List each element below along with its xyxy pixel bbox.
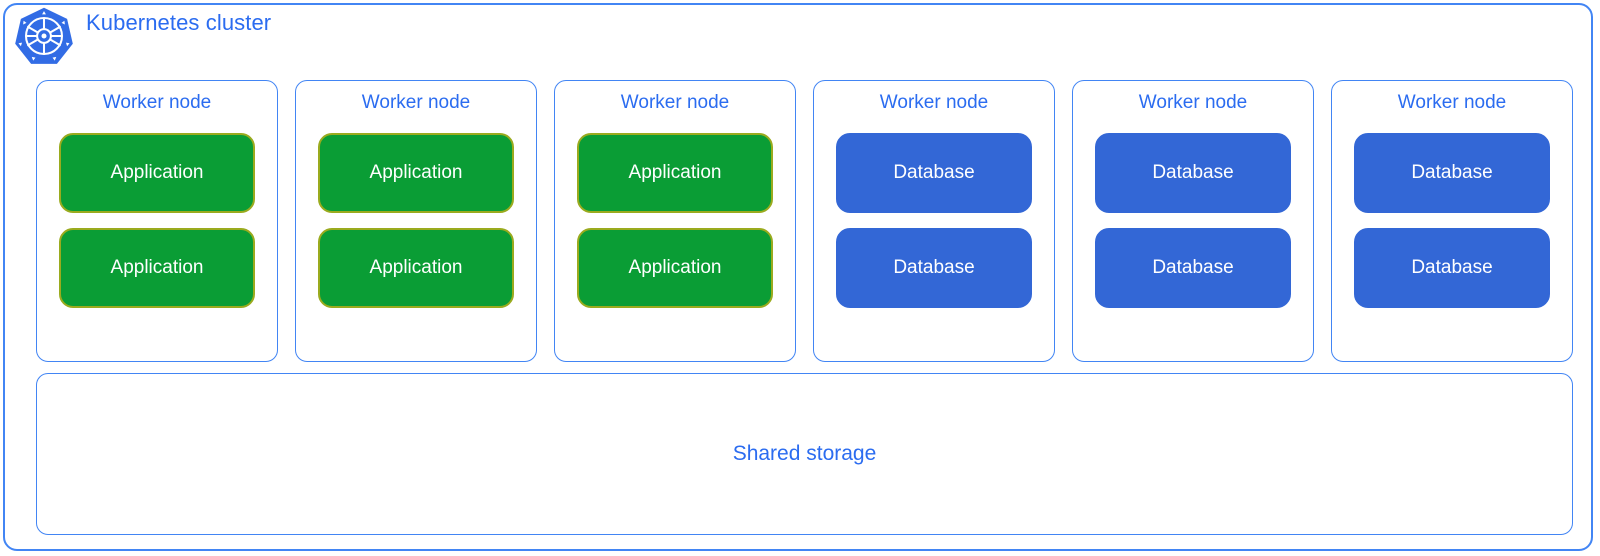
application-pod: Application <box>59 133 255 213</box>
application-pod: Application <box>318 133 514 213</box>
application-pod: Application <box>577 133 773 213</box>
application-pod: Application <box>59 228 255 308</box>
cluster-title: Kubernetes cluster <box>86 10 272 35</box>
worker-node-label: Worker node <box>620 92 730 113</box>
application-pod: Application <box>577 228 773 308</box>
worker-node-label: Worker node <box>1397 92 1507 113</box>
worker-node-label: Worker node <box>361 92 471 113</box>
database-pod: Database <box>836 228 1032 308</box>
worker-node-label: Worker node <box>879 92 989 113</box>
worker-node-label: Worker node <box>102 92 212 113</box>
application-pod: Application <box>318 228 514 308</box>
shared-storage-label: Shared storage <box>732 442 877 465</box>
database-pod: Database <box>1095 133 1291 213</box>
database-pod: Database <box>836 133 1032 213</box>
database-pod: Database <box>1095 228 1291 308</box>
worker-node-label: Worker node <box>1138 92 1248 113</box>
kubernetes-helm-wheel-icon <box>14 6 74 66</box>
database-pod: Database <box>1354 228 1550 308</box>
database-pod: Database <box>1354 133 1550 213</box>
shared-storage-box: Shared storage <box>36 373 1573 535</box>
